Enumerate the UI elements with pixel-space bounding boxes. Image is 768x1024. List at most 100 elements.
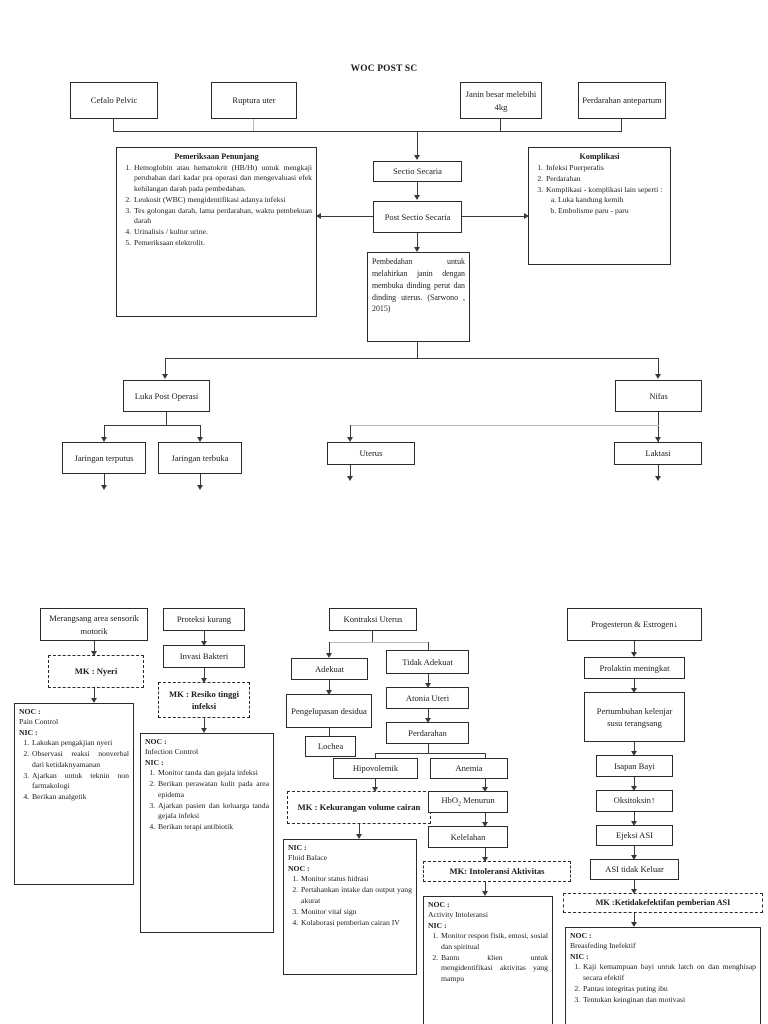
node-invasi-bakteri[interactable]: Invasi Bakteri — [163, 645, 245, 668]
node-progesteron-label: Progesteron & Estrogen↓ — [590, 618, 679, 629]
panel-nic-noc-cairan[interactable]: NIC : Fluid Balace NOC : Monitor status … — [283, 839, 417, 975]
node-lochea-label: Lochea — [317, 741, 344, 752]
node-merangsang-area-sensorik[interactable]: Merangsang area sensorik motorik — [40, 608, 148, 641]
node-kelelahan[interactable]: Kelelahan — [428, 826, 508, 848]
list-item: Berikan analgetik — [31, 792, 129, 802]
node-kontraksi-uterus[interactable]: Kontraksi Uterus — [329, 608, 417, 631]
connector-kontraksi-split-bus — [329, 642, 429, 644]
connector-bus-to-luka — [165, 358, 167, 376]
arrow-into-ejeksi-asi — [631, 821, 637, 826]
node-pengelupasan-desidua[interactable]: Pengelupasan desidua — [286, 694, 372, 728]
node-progesteron-estrogen[interactable]: Progesteron & Estrogen↓ — [567, 608, 702, 641]
node-uterus[interactable]: Uterus — [327, 442, 415, 465]
node-prolaktin-meningkat[interactable]: Prolaktin meningkat — [584, 657, 685, 679]
arrow-into-sectio — [414, 155, 420, 160]
node-proteksi-kurang[interactable]: Proteksi kurang — [163, 608, 245, 631]
panel-noc-nic-nyeri[interactable]: NOC : Pain Control NIC : Lakukan pengakj… — [14, 703, 134, 885]
node-luka-post-operasi[interactable]: Luka Post Operasi — [123, 380, 210, 412]
noc-label: NOC : — [428, 900, 450, 909]
nic-value: Fluid Balace — [288, 853, 328, 863]
arrow-into-laktasi — [655, 437, 661, 442]
nic-list: Monitor tanda dan gejala infeksi Berikan… — [145, 768, 269, 832]
node-anemia[interactable]: Anemia — [430, 758, 508, 779]
node-atonia-uteri[interactable]: Atonia Uteri — [386, 687, 469, 709]
arrow-below-jaringan-terputus — [101, 485, 107, 490]
arrow-into-adekuat — [326, 653, 332, 658]
node-mk-resiko-infeksi[interactable]: MK : Resiko tinggi infeksi — [158, 682, 250, 718]
node-post-sectio-secaria[interactable]: Post Sectio Secaria — [373, 201, 462, 233]
node-cefalo-pelvic[interactable]: Cefalo Pelvic — [70, 82, 158, 119]
node-hbo2-label: HbO2 Menurun — [441, 795, 495, 809]
panel-komplikasi[interactable]: Komplikasi Infeksi Puerperalis Perdaraha… — [528, 147, 671, 265]
node-atonia-uteri-label: Atonia Uteri — [405, 692, 450, 703]
node-tidak-adekuat[interactable]: Tidak Adekuat — [386, 650, 469, 674]
node-pertumbuhan-kelenjar-susu[interactable]: Pertumbuhan kelenjar susu terangsang — [584, 692, 685, 742]
node-isapan-bayi[interactable]: Isapan Bayi — [596, 755, 673, 777]
list-item: Berikan terapi antibiotik — [157, 822, 269, 832]
connector-jaringan-terbuka-down — [200, 474, 202, 487]
komplikasi-list: Infeksi Puerperalis Perdarahan Komplikas… — [533, 163, 666, 216]
panel-noc-nic-infeksi[interactable]: NOC : Infection Control NIC : Monitor ta… — [140, 733, 274, 933]
arrow-into-pemeriksaan — [316, 213, 321, 219]
connector-to-jaringan-terbuka — [200, 425, 202, 439]
node-perdarahan-antepartum-label: Perdarahan antepartum — [582, 95, 662, 106]
noc-value: Infection Control — [145, 747, 199, 757]
node-adekuat[interactable]: Adekuat — [291, 658, 368, 680]
arrow-below-uterus — [347, 476, 353, 481]
node-lochea[interactable]: Lochea — [305, 736, 356, 757]
arrow-into-mk-nyeri — [91, 651, 97, 656]
list-item: Pertahankan intake dan output yang akura… — [300, 885, 412, 906]
panel-noc-nic-intoleransi[interactable]: NOC : Activity Intoleransi NIC : Monitor… — [423, 896, 553, 1024]
arrow-into-nifas — [655, 374, 661, 379]
connector-luka-down — [166, 412, 168, 426]
connector-tidak-adekuat-down — [428, 674, 430, 685]
node-ruptura-uter[interactable]: Ruptura uter — [211, 82, 297, 119]
node-nifas[interactable]: Nifas — [615, 380, 702, 412]
node-hipovolemik[interactable]: Hipovolemik — [333, 758, 418, 779]
connector-etiology-bus — [113, 131, 622, 133]
arrow-into-luka-post-operasi — [162, 374, 168, 379]
connector-bus-to-nifas — [658, 358, 660, 376]
node-laktasi[interactable]: Laktasi — [614, 442, 702, 465]
node-hipovolemik-label: Hipovolemik — [352, 763, 399, 774]
node-jaringan-terputus[interactable]: Jaringan terputus — [62, 442, 146, 474]
hbo2-subscript: 2 — [458, 802, 462, 809]
node-ejeksi-asi[interactable]: Ejeksi ASI — [596, 825, 673, 846]
list-item: Tentukan keinginan dan motivasi — [582, 995, 756, 1005]
node-mk-ketidakefektifan-asi[interactable]: MK :Ketidakefektifan pemberian ASI — [563, 893, 763, 913]
node-hbo2-menurun[interactable]: HbO2 Menurun — [428, 791, 508, 813]
connector-jaringan-terputus-down — [104, 474, 106, 487]
node-oksitoksin[interactable]: Oksitoksin↑ — [596, 790, 673, 812]
panel-noc-nic-asi[interactable]: NOC : Breasfeding Inefektif NIC : Kaji k… — [565, 927, 761, 1024]
node-sectio-secaria-label: Sectio Secaria — [393, 166, 442, 177]
node-mk-intoleransi-aktivitas[interactable]: MK: Intoleransi Aktivitas — [423, 861, 571, 882]
node-adekuat-label: Adekuat — [314, 663, 345, 674]
node-jaringan-terbuka-label: Jaringan terbuka — [171, 452, 229, 463]
list-item: Ajarkan untuk teknin non farmakologi — [31, 771, 129, 792]
panel-pemeriksaan-penunjang[interactable]: Pemeriksaan Penunjang Hemoglobin atau he… — [116, 147, 317, 317]
node-mk-kekurangan-volume-cairan[interactable]: MK : Kekurangan volume cairan — [287, 791, 431, 824]
noc-list: Monitor status hidrasi Pertahankan intak… — [288, 874, 412, 928]
arrow-into-definition — [414, 247, 420, 252]
arrow-into-noc-nyeri — [91, 698, 97, 703]
connector-ruptura-down — [253, 119, 255, 131]
connector-proteksi-down — [204, 631, 206, 643]
node-uterus-label: Uterus — [359, 448, 383, 459]
node-perdarahan-antepartum[interactable]: Perdarahan antepartum — [578, 82, 666, 119]
connector-post-to-pemeriksaan — [321, 216, 373, 218]
node-perdarahan[interactable]: Perdarahan — [386, 722, 469, 744]
node-merangsang-label: Merangsang area sensorik motorik — [49, 613, 139, 636]
node-sc-definition[interactable]: Pembedahan untuk melahirkan janin dengan… — [367, 252, 470, 342]
node-janin-besar[interactable]: Janin besar melebihi 4kg — [460, 82, 542, 119]
arrow-into-prolaktin — [631, 652, 637, 657]
node-asi-tidak-keluar[interactable]: ASI tidak Keluar — [590, 859, 679, 880]
node-jaringan-terputus-label: Jaringan terputus — [74, 452, 134, 463]
connector-pertumbuhan-down — [634, 742, 636, 753]
node-oksitoksin-label: Oksitoksin↑ — [613, 795, 656, 806]
node-jaringan-terbuka[interactable]: Jaringan terbuka — [158, 442, 242, 474]
connector-hipovolemik-down — [375, 779, 377, 789]
node-sectio-secaria[interactable]: Sectio Secaria — [373, 161, 462, 182]
node-mk-resiko-infeksi-label: MK : Resiko tinggi infeksi — [169, 688, 239, 711]
connector-mk-asi-down — [634, 913, 636, 924]
node-mk-nyeri[interactable]: MK : Nyeri — [48, 655, 144, 688]
